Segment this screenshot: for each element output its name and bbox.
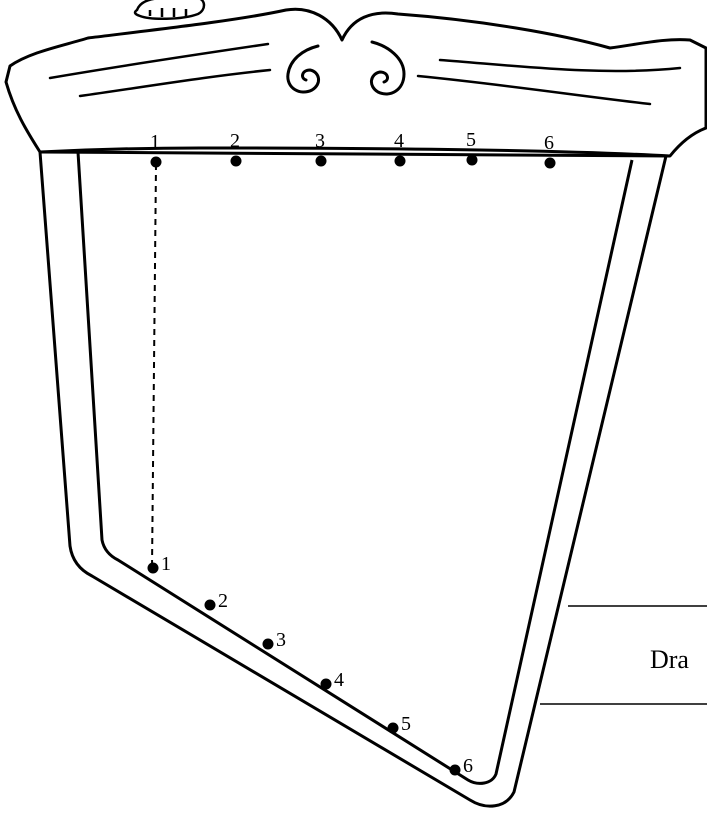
harp-frame-inner [76,151,634,785]
top-peg-6 [544,157,556,169]
scroll-ornaments-icon [286,40,406,96]
top-pegs-group: 1 2 3 4 5 6 [150,129,556,169]
bottom-peg-6 [449,764,461,776]
top-peg-5 [466,154,478,166]
bottom-peg-label-5: 5 [401,713,411,735]
bottom-peg-label-4: 4 [334,669,344,691]
top-peg-label-3: 3 [315,130,325,152]
top-peg-4 [394,155,406,167]
top-string-bar [39,150,671,158]
bottom-peg-1 [147,562,159,574]
crown-outline [4,7,707,158]
side-label-text: Dra [650,645,689,674]
crown-grooves [48,42,682,106]
top-peg-label-1: 1 [150,131,160,153]
bottom-peg-5 [387,722,399,734]
top-peg-2 [230,155,242,167]
bottom-peg-4 [320,678,332,690]
bottom-peg-label-2: 2 [218,590,228,612]
bottom-peg-label-3: 3 [276,629,286,651]
bottom-peg-3 [262,638,274,650]
bottom-pegs-group: 1 2 3 4 5 6 [147,553,473,777]
top-peg-label-6: 6 [544,132,554,154]
top-peg-3 [315,155,327,167]
top-peg-label-2: 2 [230,130,240,152]
top-peg-1 [150,156,162,168]
guide-dashed-line [151,163,157,569]
bottom-peg-label-6: 6 [463,755,473,777]
bottom-peg-2 [204,599,216,611]
top-peg-label-4: 4 [394,130,404,152]
bottom-peg-label-1: 1 [161,553,171,575]
side-label-box: Dra [540,605,707,705]
top-peg-label-5: 5 [466,129,476,151]
harp-frame-outer [38,151,668,808]
top-ornament-icon [133,0,206,20]
